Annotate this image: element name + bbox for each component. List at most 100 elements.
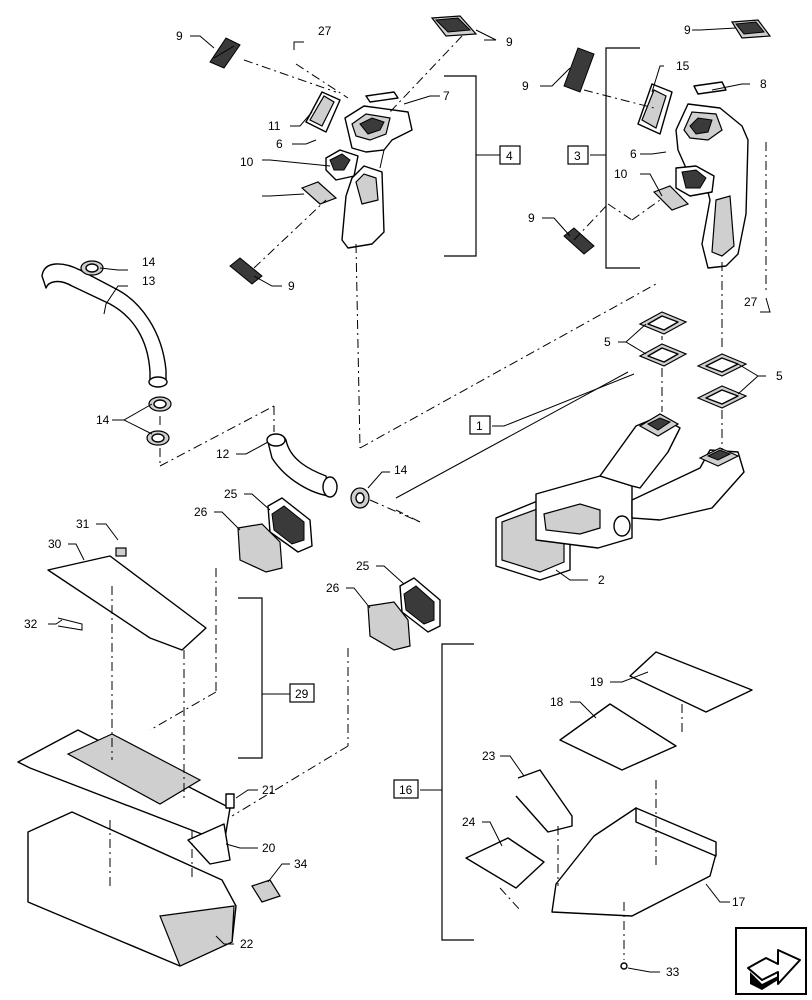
callout-6: 6	[276, 137, 283, 151]
callout-9: 9	[288, 279, 295, 293]
callout-17: 17	[732, 895, 746, 909]
hose-12	[266, 433, 338, 498]
callout-18: 18	[550, 695, 564, 709]
callout-box-29: 29	[289, 683, 315, 703]
callout-9: 9	[176, 29, 183, 43]
filter-frame-25-upper	[267, 497, 313, 553]
callout-26: 26	[194, 505, 208, 519]
callout-24: 24	[462, 815, 476, 829]
callout-6: 6	[630, 147, 637, 161]
callout-labels: 9 27 9 7 11 6 10 10 9 9 9 15 8 6 9 27 14…	[24, 23, 783, 979]
callout-9: 9	[684, 23, 691, 37]
mat-18	[559, 703, 677, 771]
clip-32	[57, 617, 83, 631]
mat-19	[629, 651, 753, 713]
fitting-34	[251, 879, 281, 903]
callout-2: 2	[598, 573, 605, 587]
grille-9-right-upper	[563, 47, 595, 93]
clip-7	[365, 91, 399, 103]
callout-22: 22	[240, 937, 254, 951]
callout-27: 27	[318, 24, 332, 38]
callout-10: 10	[614, 167, 628, 181]
clamp-14-bottom	[146, 430, 170, 446]
callout-34: 34	[294, 857, 308, 871]
callout-15: 15	[676, 59, 690, 73]
left-duct-body	[325, 105, 413, 249]
filter-26-lower	[367, 601, 411, 651]
svg-text:4: 4	[506, 149, 513, 163]
screw-21	[225, 793, 235, 809]
grille-9-top-center	[430, 15, 478, 37]
callout-11: 11	[268, 119, 281, 133]
callout-32: 32	[24, 617, 38, 631]
grille-9-right-lower	[563, 227, 595, 255]
assembly-lines	[109, 35, 767, 960]
callout-5: 5	[604, 335, 611, 349]
callout-9: 9	[522, 79, 529, 93]
grille-9-lower-left	[229, 257, 263, 285]
callout-12: 12	[216, 447, 230, 461]
callout-21: 21	[262, 783, 276, 797]
mat-24	[465, 837, 545, 889]
floor-tray-17	[551, 807, 717, 917]
callout-31: 31	[76, 517, 90, 531]
callout-26: 26	[326, 581, 340, 595]
bracket-29	[238, 597, 263, 759]
callout-14: 14	[394, 463, 408, 477]
callout-25: 25	[224, 487, 238, 501]
callout-25: 25	[356, 559, 370, 573]
callout-19: 19	[590, 675, 604, 689]
svg-text:16: 16	[399, 783, 413, 797]
callout-30: 30	[48, 537, 62, 551]
callout-7: 7	[443, 89, 450, 103]
frame-20	[17, 729, 231, 865]
bracket-4	[444, 75, 477, 257]
screw-33	[620, 962, 628, 970]
callout-box-16: 16	[393, 779, 419, 799]
callout-10: 10	[240, 155, 254, 169]
filter-26-upper	[237, 523, 283, 573]
callout-23: 23	[482, 749, 496, 763]
grille-9-top-right	[730, 19, 772, 39]
filter-10-right	[652, 185, 690, 211]
callout-8: 8	[760, 77, 767, 91]
callout-27: 27	[744, 295, 758, 309]
next-page-arrow-icon	[747, 949, 801, 990]
filter-frame-25-lower	[399, 577, 441, 633]
clamp-14-middle	[148, 396, 172, 412]
next-page-button[interactable]	[735, 927, 807, 995]
hose-13	[41, 263, 168, 388]
callout-13: 13	[142, 274, 156, 288]
left-duct-assembly	[209, 15, 500, 285]
panel-30	[47, 547, 207, 651]
callout-box-1: 1	[469, 415, 491, 435]
grille-9-top-left	[209, 37, 241, 69]
callout-box-4: 4	[499, 145, 521, 165]
clamp-14-hose12	[350, 487, 370, 509]
gaskets-5	[638, 311, 748, 409]
callout-9: 9	[506, 35, 513, 49]
vent-11	[305, 91, 341, 133]
callout-box-3: 3	[567, 145, 589, 165]
right-duct-assembly	[563, 19, 772, 269]
svg-text:3: 3	[574, 149, 581, 163]
callout-14: 14	[96, 413, 110, 427]
svg-text:29: 29	[295, 687, 309, 701]
bracket-16	[441, 643, 474, 941]
right-duct-body	[675, 103, 749, 269]
bracket-3	[605, 47, 640, 269]
filter-10-left	[300, 181, 338, 205]
callout-20: 20	[262, 841, 276, 855]
plenum-duct	[495, 413, 745, 581]
clip-8	[693, 81, 727, 95]
callout-33: 33	[666, 965, 680, 979]
svg-text:1: 1	[476, 419, 483, 433]
callout-9: 9	[528, 211, 535, 225]
console-22	[27, 811, 237, 967]
leader-lines	[48, 27, 771, 973]
callout-14: 14	[142, 255, 156, 269]
clamp-14-top	[80, 260, 104, 276]
callout-5: 5	[776, 369, 783, 383]
bracket-23	[515, 769, 573, 833]
